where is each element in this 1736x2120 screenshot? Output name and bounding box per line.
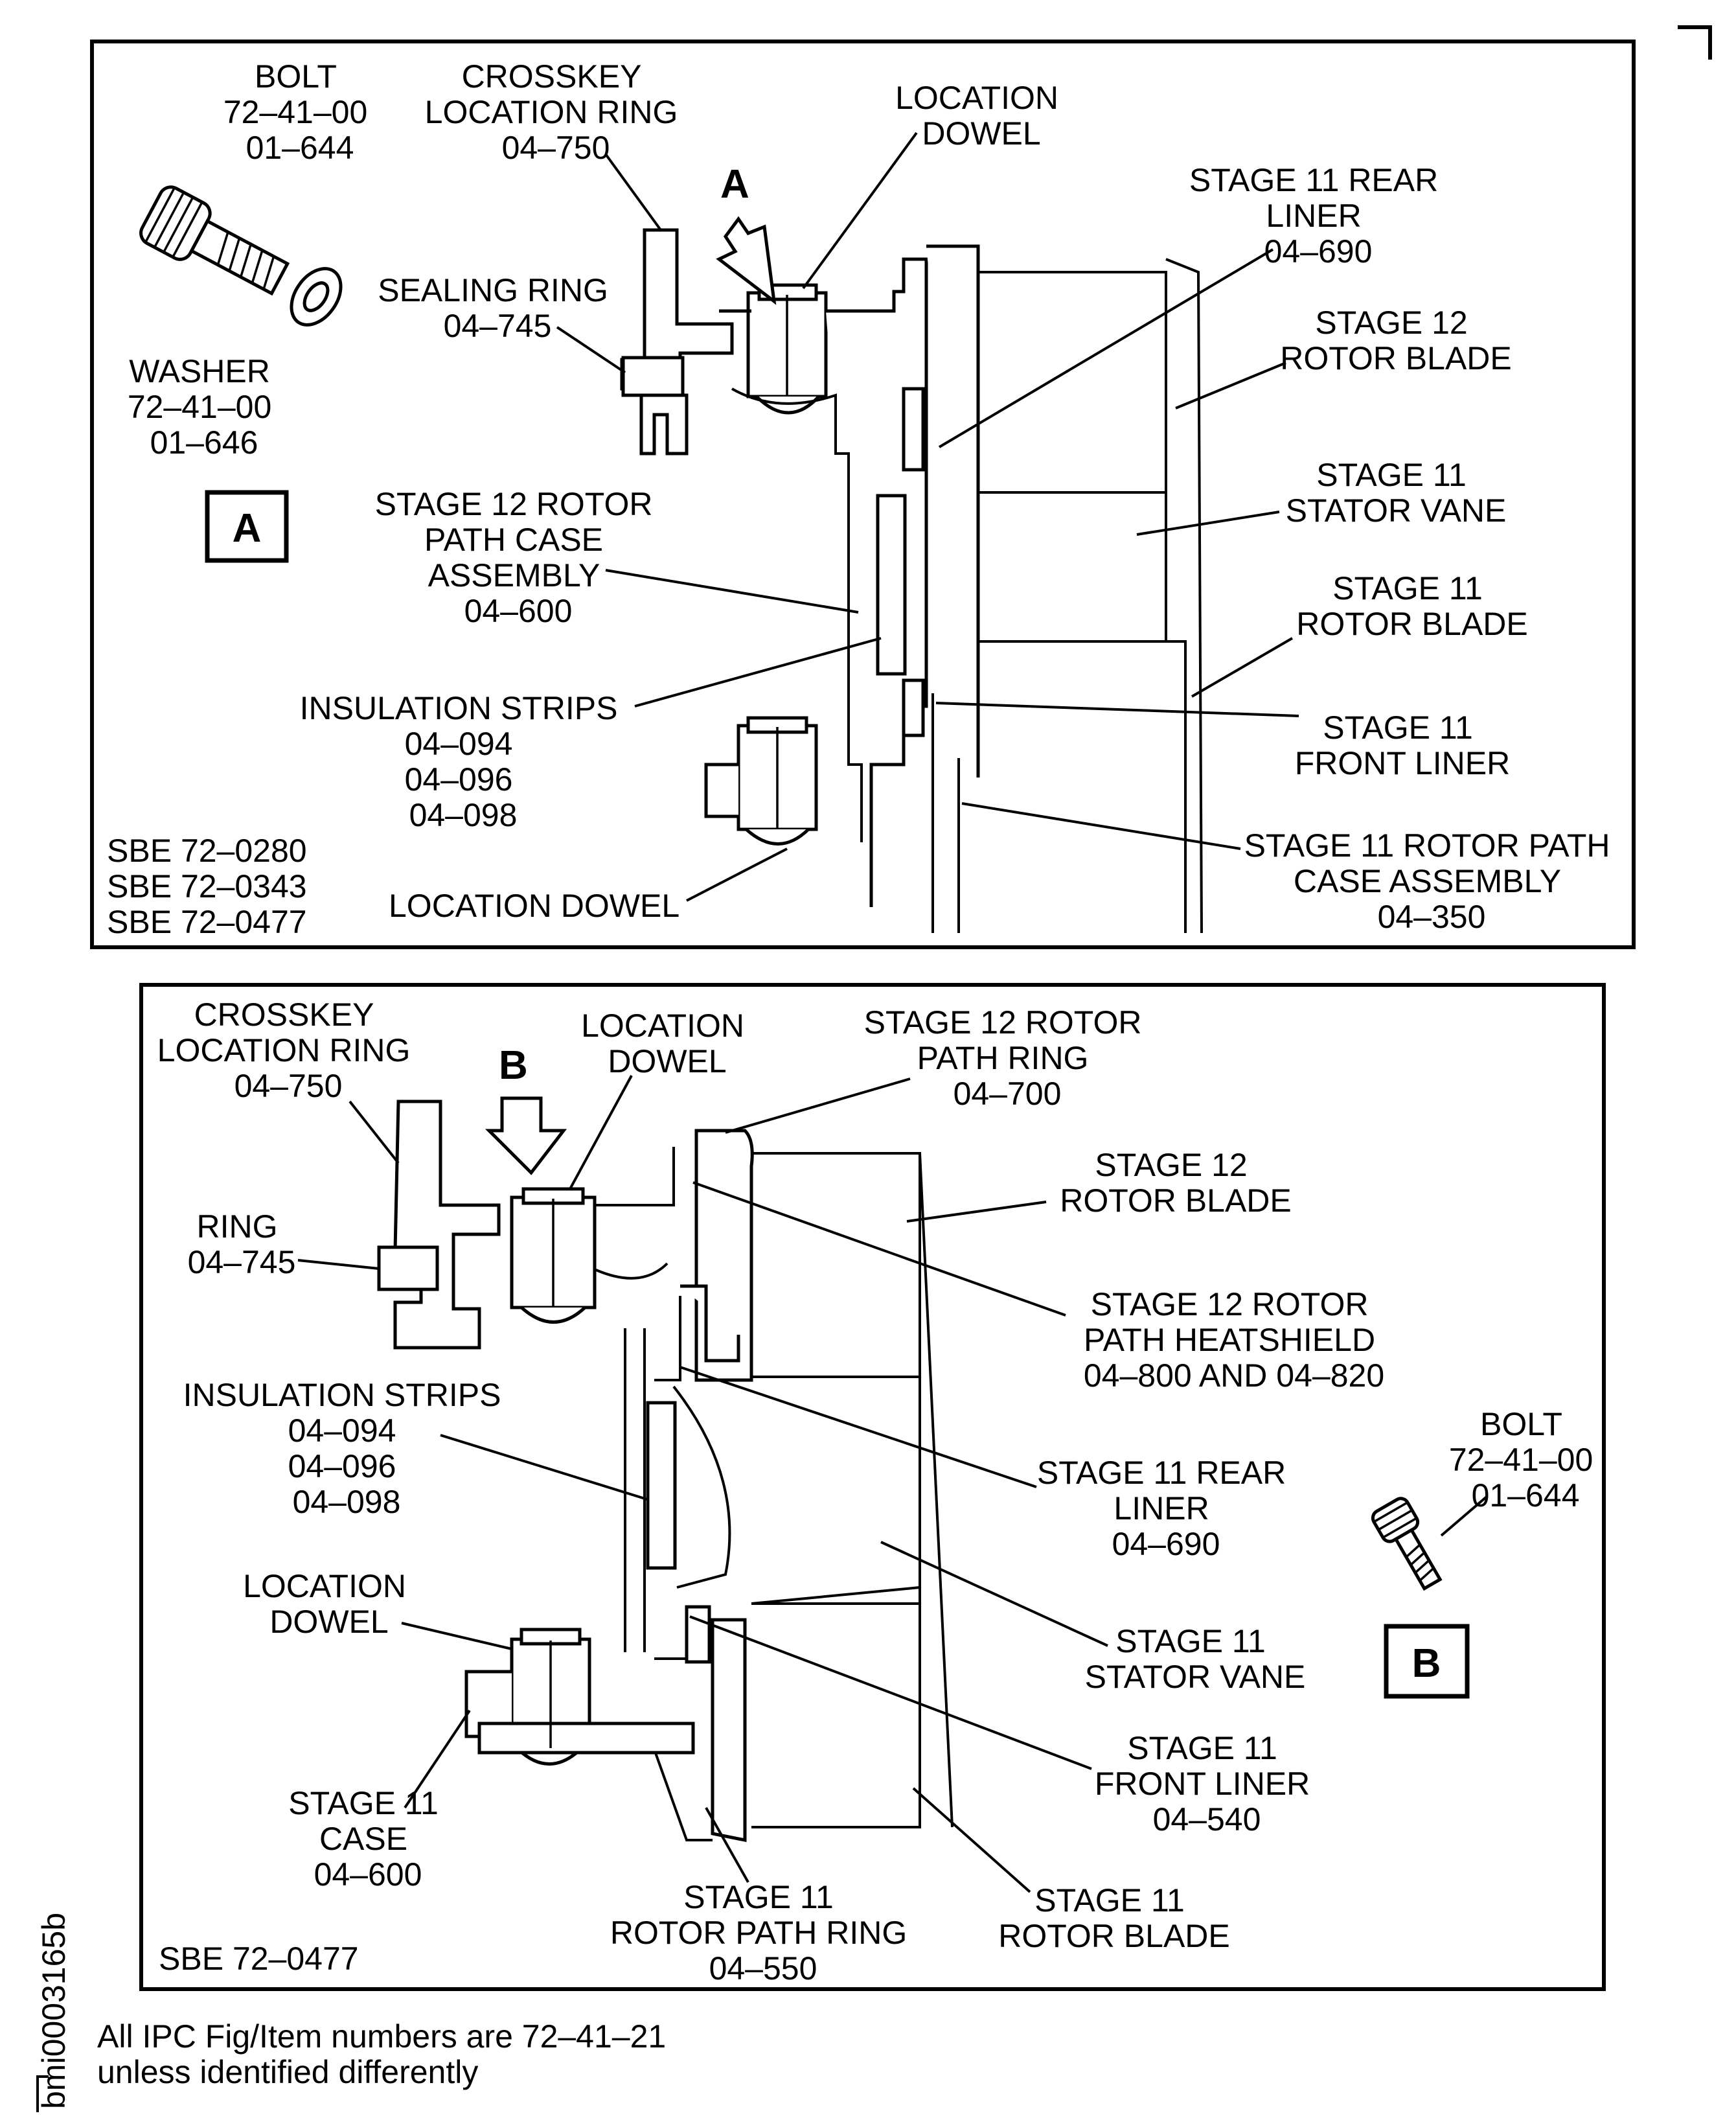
label-dowel-bottom-b: LOCATION DOWEL <box>243 1568 415 1640</box>
leader-crosskey-a <box>604 153 662 231</box>
leader-path-case-a <box>605 569 859 614</box>
footer-note: All IPC Fig/Item numbers are 72–41–21 un… <box>97 2018 675 2090</box>
leader-front-liner-b <box>689 1615 1092 1770</box>
leader-stage11-blade-b <box>912 1787 1031 1893</box>
insulation-strips-drawing <box>876 494 907 676</box>
panel-b: B CROSSKEY LOCATION RING 04–750 <box>139 983 1606 1991</box>
label-front-liner-b: STAGE 11 FRONT LINER 04–540 <box>1095 1730 1319 1838</box>
label-case-b: STAGE 11 CASE 04–600 <box>288 1785 447 1893</box>
leader-rear-liner-a <box>938 248 1274 448</box>
leader-rear-liner-b <box>680 1366 1037 1488</box>
label-path-case-a: STAGE 12 ROTOR PATH CASE ASSEMBLY 04–600 <box>375 486 662 629</box>
location-dowel-top-drawing <box>510 1187 597 1324</box>
location-dowel-top-drawing <box>746 283 828 415</box>
leader-dowel-top-b <box>569 1075 633 1190</box>
leader-bolt-b <box>1440 1495 1488 1537</box>
leader-stage12-blade-b <box>906 1201 1047 1223</box>
sealing-ring-drawing <box>621 356 685 397</box>
stage11-front-liner-drawing <box>685 1605 711 1664</box>
insulation-strips-drawing <box>646 1401 677 1570</box>
label-stator-vane-b: STAGE 11 STATOR VANE <box>1085 1623 1306 1695</box>
view-letter-b: B <box>499 1043 528 1088</box>
label-ring-b: RING 04–745 <box>188 1208 296 1280</box>
washer-drawing <box>290 267 343 327</box>
leader-heatshield-b <box>692 1181 1066 1317</box>
label-stage11-blade-a: STAGE 11 ROTOR BLADE <box>1296 570 1528 642</box>
leader-dowel-bottom-b <box>401 1622 512 1650</box>
label-stage12-blade-a: STAGE 12 ROTOR BLADE <box>1280 305 1512 376</box>
stage11-case-drawing <box>624 1328 646 1652</box>
leader-insulation-b <box>440 1434 650 1501</box>
leader-sealing-ring-a <box>556 326 626 374</box>
leader-ring-b <box>297 1259 380 1270</box>
label-washer-a: WASHER 72–41–00 01–646 <box>128 353 280 461</box>
figure-id-bracket <box>36 2075 49 2112</box>
crosskey-ring-drawing <box>620 228 734 455</box>
leader-stage11-blade-a <box>1191 637 1294 698</box>
label-path-ring-bottom-b: STAGE 11 ROTOR PATH RING 04–550 <box>610 1879 916 1987</box>
label-bolt-b: BOLT 72–41–00 01–644 <box>1449 1406 1602 1514</box>
label-crosskey-a: CROSSKEY LOCATION RING 04–750 <box>425 58 687 166</box>
panel-a-frame <box>90 40 1636 949</box>
stage12-heatshield-drawing <box>680 1284 740 1363</box>
detail-box-a-letter: A <box>233 506 262 551</box>
label-insulation-b: INSULATION STRIPS 04–094 04–096 04–098 <box>183 1377 510 1520</box>
label-sbe-ref-b: SBE 72–0477 <box>159 1941 359 1977</box>
view-letter-a: A <box>720 162 749 207</box>
label-sealing-ring-a: SEALING RING 04–745 <box>378 272 617 344</box>
leader-dowel-top-a <box>802 132 918 290</box>
label-stage11-blade-b: STAGE 11 ROTOR BLADE <box>998 1882 1230 1954</box>
leader-path-ring-bottom-b <box>705 1807 749 1883</box>
panel-a: A BOLT 72–41–00 01–644 WASHER 72–41–00 0… <box>90 40 1636 949</box>
leader-stage12-blade-a <box>1175 362 1286 409</box>
label-path-ring-b: STAGE 12 ROTOR PATH RING 04–700 <box>864 1004 1151 1112</box>
label-rear-liner-b: STAGE 11 REAR LINER 04–690 <box>1037 1455 1295 1562</box>
bolt-small-drawing <box>1371 1497 1443 1591</box>
detail-box-a <box>205 490 289 563</box>
figure-id: bmi0003165b <box>36 1913 72 2109</box>
leader-path-ring-b <box>725 1077 911 1134</box>
leader-insulation-a <box>634 637 882 708</box>
crop-mark <box>1678 25 1712 60</box>
detail-box-b-letter: B <box>1412 1641 1441 1686</box>
leader-dowel-bottom-a <box>686 847 788 902</box>
stage11-path-ring-drawing <box>711 1618 747 1843</box>
stage12-rotor-path-case-drawing <box>719 257 928 907</box>
label-heatshield-b: STAGE 12 ROTOR PATH HEATSHIELD 04–800 AN… <box>1084 1286 1384 1394</box>
leader-case-b <box>404 1709 471 1809</box>
label-rear-liner-a: STAGE 11 REAR LINER 04–690 <box>1189 162 1447 270</box>
leader-crosskey-b <box>348 1100 400 1164</box>
label-dowel-top-b: LOCATION DOWEL <box>581 1008 753 1079</box>
leader-stator-vane-b <box>880 1541 1108 1647</box>
label-insulation-a: INSULATION STRIPS 04–094 04–096 04–098 <box>300 690 627 833</box>
label-rotor-path-case-a: STAGE 11 ROTOR PATH CASE ASSEMBLY 04–350 <box>1244 827 1619 935</box>
label-crosskey-b: CROSSKEY LOCATION RING 04–750 <box>157 997 420 1104</box>
ring-drawing <box>377 1245 439 1291</box>
label-stator-vane-a: STAGE 11 STATOR VANE <box>1286 457 1507 529</box>
label-sbe-refs-a: SBE 72–0280 SBE 72–0343 SBE 72–0477 <box>107 833 316 940</box>
leader-stator-vane-a <box>1136 511 1280 536</box>
bolt-drawing <box>139 185 290 296</box>
label-dowel-top-a: LOCATION DOWEL <box>895 80 1068 152</box>
view-arrow-a <box>716 216 777 305</box>
view-arrow-b <box>485 1096 567 1175</box>
leader-front-liner-a <box>935 702 1299 717</box>
location-dowel-bottom-drawing <box>704 716 818 846</box>
label-bolt-a: BOLT 72–41–00 01–644 <box>223 58 376 166</box>
label-front-liner-a: STAGE 11 FRONT LINER <box>1295 709 1510 781</box>
detail-box-b <box>1384 1624 1470 1699</box>
label-stage12-blade-b: STAGE 12 ROTOR BLADE <box>1060 1147 1292 1219</box>
panel-b-frame <box>139 983 1606 1991</box>
label-dowel-bottom-a: LOCATION DOWEL <box>389 888 680 924</box>
leader-rotor-path-case-a <box>961 802 1241 850</box>
crosskey-ring-drawing <box>393 1100 501 1350</box>
location-dowel-bottom-drawing <box>464 1628 695 1766</box>
